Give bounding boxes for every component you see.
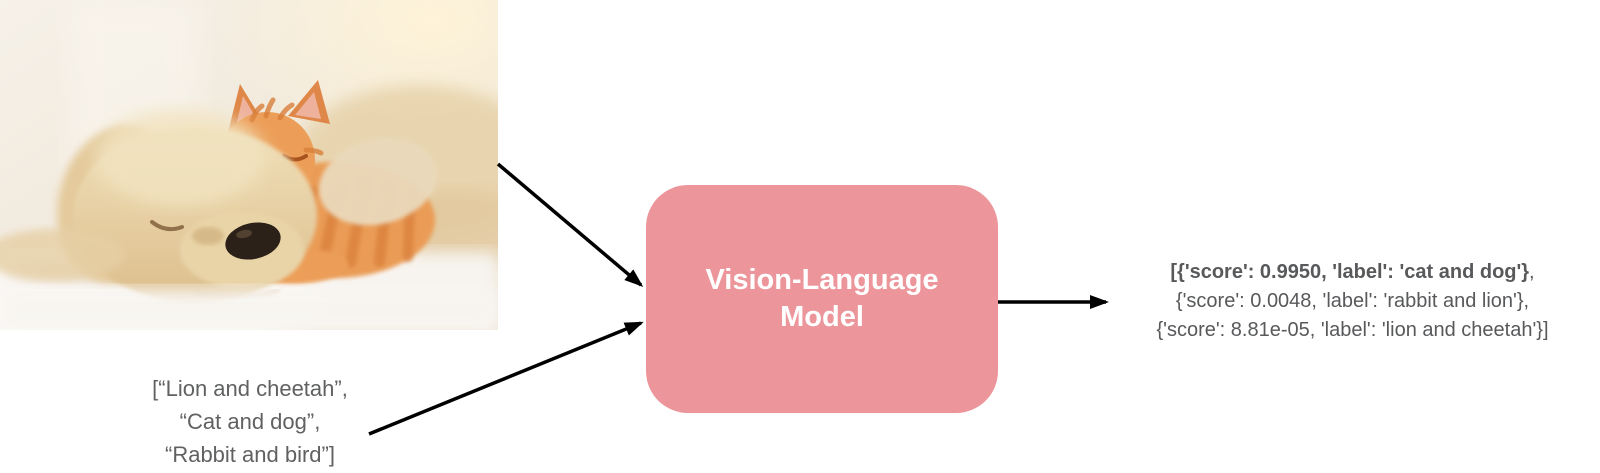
- puppy-kitten-photo-art: [0, 0, 498, 330]
- kitten-figure: [211, 80, 438, 285]
- output-line-2: {'score': 0.0048, 'label': 'rabbit and l…: [1175, 290, 1530, 312]
- output-line-3: {'score': 8.81e-05, 'label': 'lion and c…: [1156, 319, 1549, 341]
- dog-paw: [0, 229, 125, 281]
- label-line-1: [“Lion and cheetah”,: [152, 376, 348, 401]
- dog-closed-eye: [150, 220, 184, 232]
- label-line-3: “Rabbit and bird”]: [165, 442, 335, 467]
- label-line-2: “Cat and dog”,: [179, 409, 321, 434]
- input-text-labels: [“Lion and cheetah”, “Cat and dog”, “Rab…: [100, 372, 400, 471]
- output-line-1: [{'score': 0.9950, 'label': 'cat and dog…: [1170, 261, 1535, 283]
- model-box-label: Vision-Language Model: [705, 264, 939, 333]
- input-image-photo: [0, 0, 498, 330]
- dog-ear-over-kitten: [318, 138, 438, 226]
- output-result: [{'score': 0.9950, 'label': 'cat and dog…: [1105, 258, 1600, 345]
- output-top-score: [{'score': 0.9950, 'label': 'cat and dog…: [1170, 261, 1530, 283]
- dog-figure: [0, 110, 317, 303]
- model-box: Vision-Language Model: [646, 185, 998, 413]
- image-to-model-arrow: [496, 162, 644, 287]
- labels-to-model-arrow: [368, 321, 644, 436]
